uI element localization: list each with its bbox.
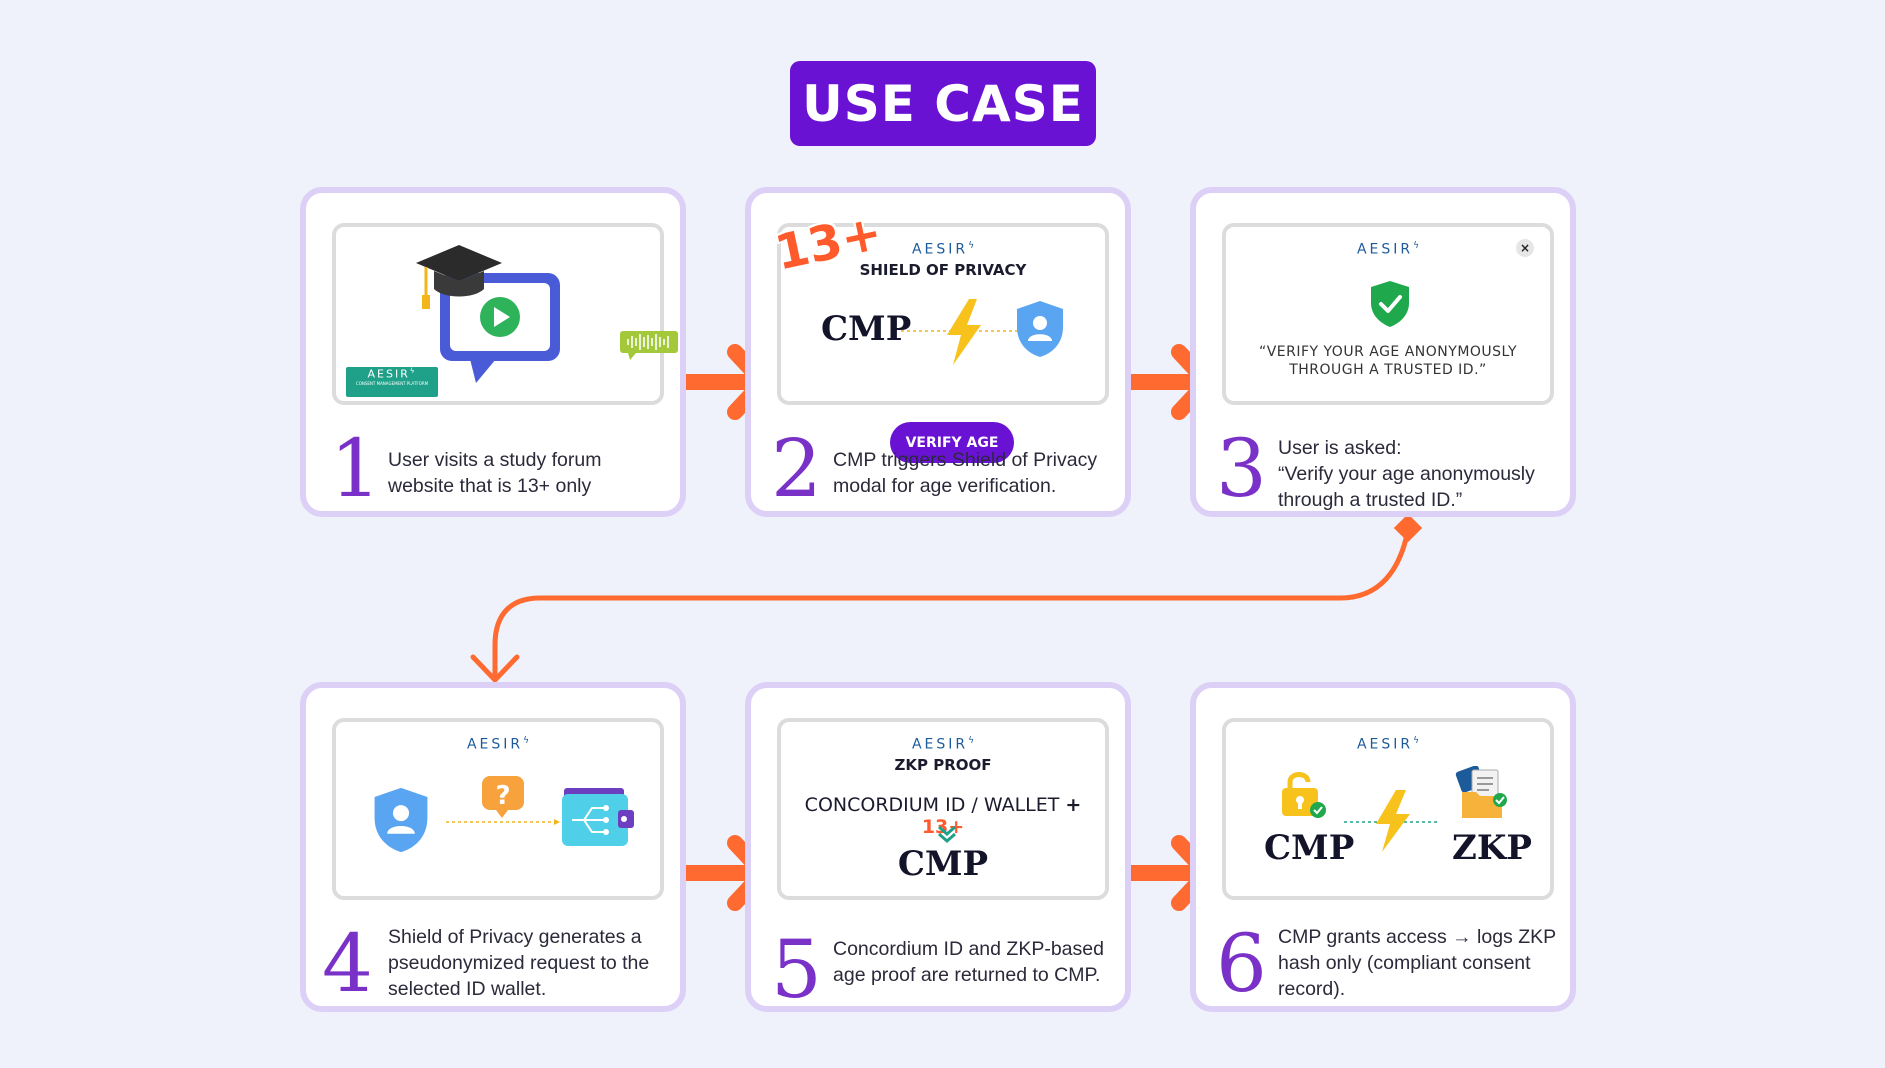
step-6-panel: AESIRϟ CMP ZKP bbox=[1222, 718, 1554, 900]
cmp-label: CMP bbox=[897, 844, 989, 884]
step-4-panel: AESIRϟ ? bbox=[332, 718, 664, 900]
shield-check-icon bbox=[1371, 281, 1409, 327]
aesir-logo: AESIRϟ bbox=[911, 736, 975, 753]
step-card-1: AESIRϟ CONSENT MANAGEMENT PLATFORM 1 Use… bbox=[300, 187, 686, 517]
step-card-3: AESIRϟ × “VERIFY YOUR AGE ANONYMOUSLY TH… bbox=[1190, 187, 1576, 517]
svg-text:?: ? bbox=[495, 781, 510, 811]
step-number: 2 bbox=[771, 422, 822, 515]
concordium-wallet-line: CONCORDIUM ID / WALLET + 13+ bbox=[804, 794, 1082, 838]
modal-heading: ZKP PROOF bbox=[894, 756, 992, 774]
step-number: 5 bbox=[771, 923, 822, 1016]
step-number: 1 bbox=[330, 422, 381, 515]
step-description: Concordium ID and ZKP-based age proof ar… bbox=[833, 938, 1104, 986]
lightning-icon bbox=[1344, 790, 1438, 852]
step-number: 6 bbox=[1216, 917, 1267, 1010]
unlock-icon bbox=[1282, 772, 1326, 818]
step-description: CMP grants access → logs ZKP hash only (… bbox=[1278, 926, 1557, 1000]
step-5-panel: AESIRϟ ZKP PROOF CONCORDIUM ID / WALLET … bbox=[777, 718, 1109, 900]
aesir-logo: AESIRϟ bbox=[911, 241, 975, 258]
aesir-logo: AESIRϟ bbox=[1356, 241, 1420, 258]
step-description: Shield of Privacy generates a pseudonymi… bbox=[388, 926, 650, 1000]
step-card-4: AESIRϟ ? 4 Shield bbox=[300, 682, 686, 1012]
close-icon[interactable]: × bbox=[1516, 239, 1534, 257]
double-chevron-down-icon bbox=[938, 825, 956, 843]
step-card-2: AESIRϟ SHIELD OF PRIVACY CMP VERIFY AGE … bbox=[745, 187, 1131, 517]
step-number: 4 bbox=[322, 917, 373, 1010]
dotted-connector bbox=[446, 819, 560, 825]
arrow-3-4 bbox=[470, 527, 1411, 683]
cmp-label: CMP bbox=[1264, 828, 1355, 868]
cmp-label: CMP bbox=[821, 309, 912, 349]
zkp-label: ZKP bbox=[1452, 828, 1532, 868]
question-bubble-icon: ? bbox=[482, 776, 524, 818]
modal-heading: SHIELD OF PRIVACY bbox=[859, 261, 1027, 279]
document-check-icon bbox=[1455, 766, 1507, 818]
step-1-panel: AESIRϟ CONSENT MANAGEMENT PLATFORM bbox=[332, 223, 678, 405]
connector-diamond bbox=[1393, 513, 1423, 543]
step-card-6: AESIRϟ CMP ZKP 6 CMP grants access → log… bbox=[1190, 682, 1576, 1012]
step-card-5: AESIRϟ ZKP PROOF CONCORDIUM ID / WALLET … bbox=[745, 682, 1131, 1012]
audio-wave-icon bbox=[620, 331, 678, 360]
step-description: User is asked: “Verify your age anonymou… bbox=[1278, 437, 1535, 511]
shield-user-icon bbox=[374, 787, 428, 853]
step-description: User visits a study forum website that i… bbox=[388, 449, 602, 497]
aesir-logo: AESIRϟ bbox=[1356, 736, 1420, 753]
lightning-icon bbox=[901, 299, 1021, 365]
page-title: USE CASE bbox=[802, 74, 1084, 133]
aesir-logo: AESIRϟ bbox=[466, 736, 530, 753]
shield-user-icon bbox=[1017, 301, 1063, 357]
step-2-panel: AESIRϟ SHIELD OF PRIVACY CMP VERIFY AGE bbox=[777, 223, 1109, 463]
step-3-panel: AESIRϟ × “VERIFY YOUR AGE ANONYMOUSLY TH… bbox=[1222, 223, 1554, 405]
aesir-cmp-card: AESIRϟ CONSENT MANAGEMENT PLATFORM bbox=[346, 367, 438, 397]
step-number: 3 bbox=[1216, 422, 1267, 515]
wallet-icon bbox=[562, 788, 634, 846]
step-description: CMP triggers Shield of Privacy modal for… bbox=[833, 449, 1098, 497]
modal-prompt: “VERIFY YOUR AGE ANONYMOUSLY THROUGH A T… bbox=[1258, 344, 1518, 378]
verify-age-button[interactable]: VERIFY AGE bbox=[890, 422, 1014, 463]
graduation-cap-icon bbox=[416, 245, 502, 309]
title-box: USE CASE bbox=[790, 61, 1096, 146]
